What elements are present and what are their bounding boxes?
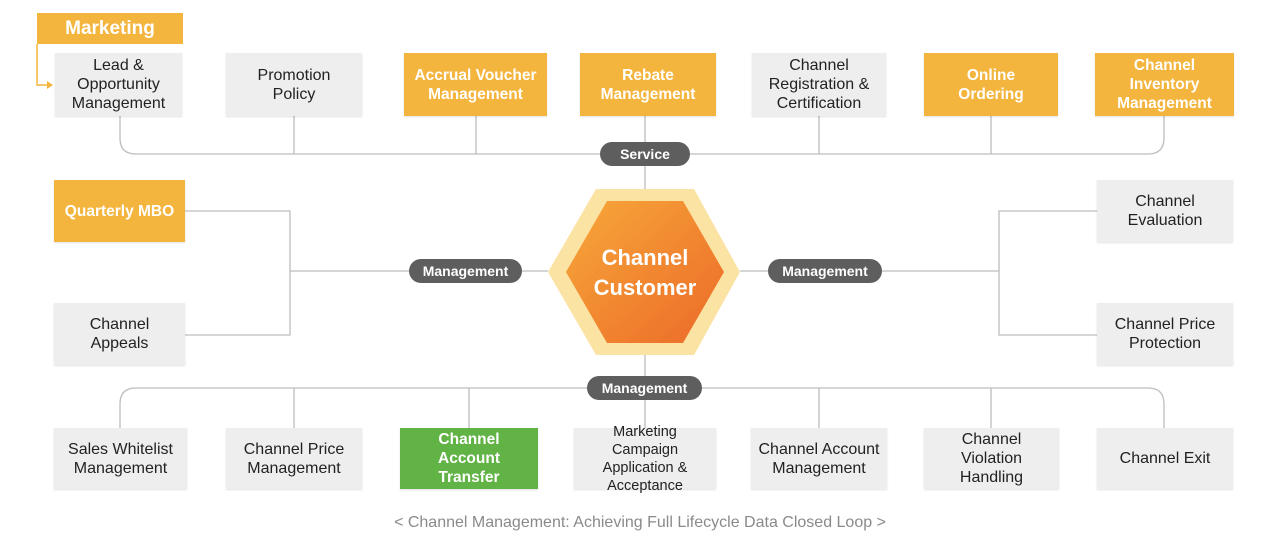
management-pill-right: Management — [768, 259, 882, 283]
node-channel-evaluation[interactable]: Channel Evaluation — [1097, 180, 1233, 242]
node-channel-exit[interactable]: Channel Exit — [1097, 428, 1233, 489]
node-accrual-voucher-management[interactable]: Accrual Voucher Management — [404, 53, 547, 116]
management-pill-left: Management — [409, 259, 522, 283]
node-channel-price-protection[interactable]: Channel Price Protection — [1097, 303, 1233, 365]
node-marketing-campaign-application-acceptance[interactable]: Marketing Campaign Application & Accepta… — [574, 424, 716, 494]
service-pill: Service — [600, 142, 690, 166]
node-channel-violation-handling[interactable]: Channel Violation Handling — [924, 428, 1059, 489]
node-quarterly-mbo[interactable]: Quarterly MBO — [54, 180, 185, 242]
node-channel-appeals[interactable]: Channel Appeals — [54, 303, 185, 365]
node-lead-opportunity-management[interactable]: Lead & Opportunity Management — [55, 53, 182, 116]
center-label-channel-customer: Channel Customer — [593, 245, 697, 300]
node-channel-registration-certification[interactable]: Channel Registration & Certification — [752, 53, 886, 116]
node-channel-price-management[interactable]: Channel Price Management — [226, 428, 362, 489]
node-promotion-policy[interactable]: Promotion Policy — [226, 53, 362, 116]
node-channel-inventory-management[interactable]: Channel Inventory Management — [1095, 53, 1234, 116]
node-rebate-management[interactable]: Rebate Management — [580, 53, 716, 116]
node-online-ordering[interactable]: Online Ordering — [924, 53, 1058, 116]
center-hexagon — [548, 189, 740, 355]
node-channel-account-management[interactable]: Channel Account Management — [751, 428, 887, 489]
marketing-tag: Marketing — [37, 13, 183, 44]
management-pill-bottom: Management — [587, 376, 702, 400]
node-sales-whitelist-management[interactable]: Sales Whitelist Management — [54, 428, 187, 489]
node-channel-account-transfer[interactable]: Channel Account Transfer — [400, 428, 538, 489]
diagram-caption: < Channel Management: Achieving Full Lif… — [394, 514, 886, 531]
